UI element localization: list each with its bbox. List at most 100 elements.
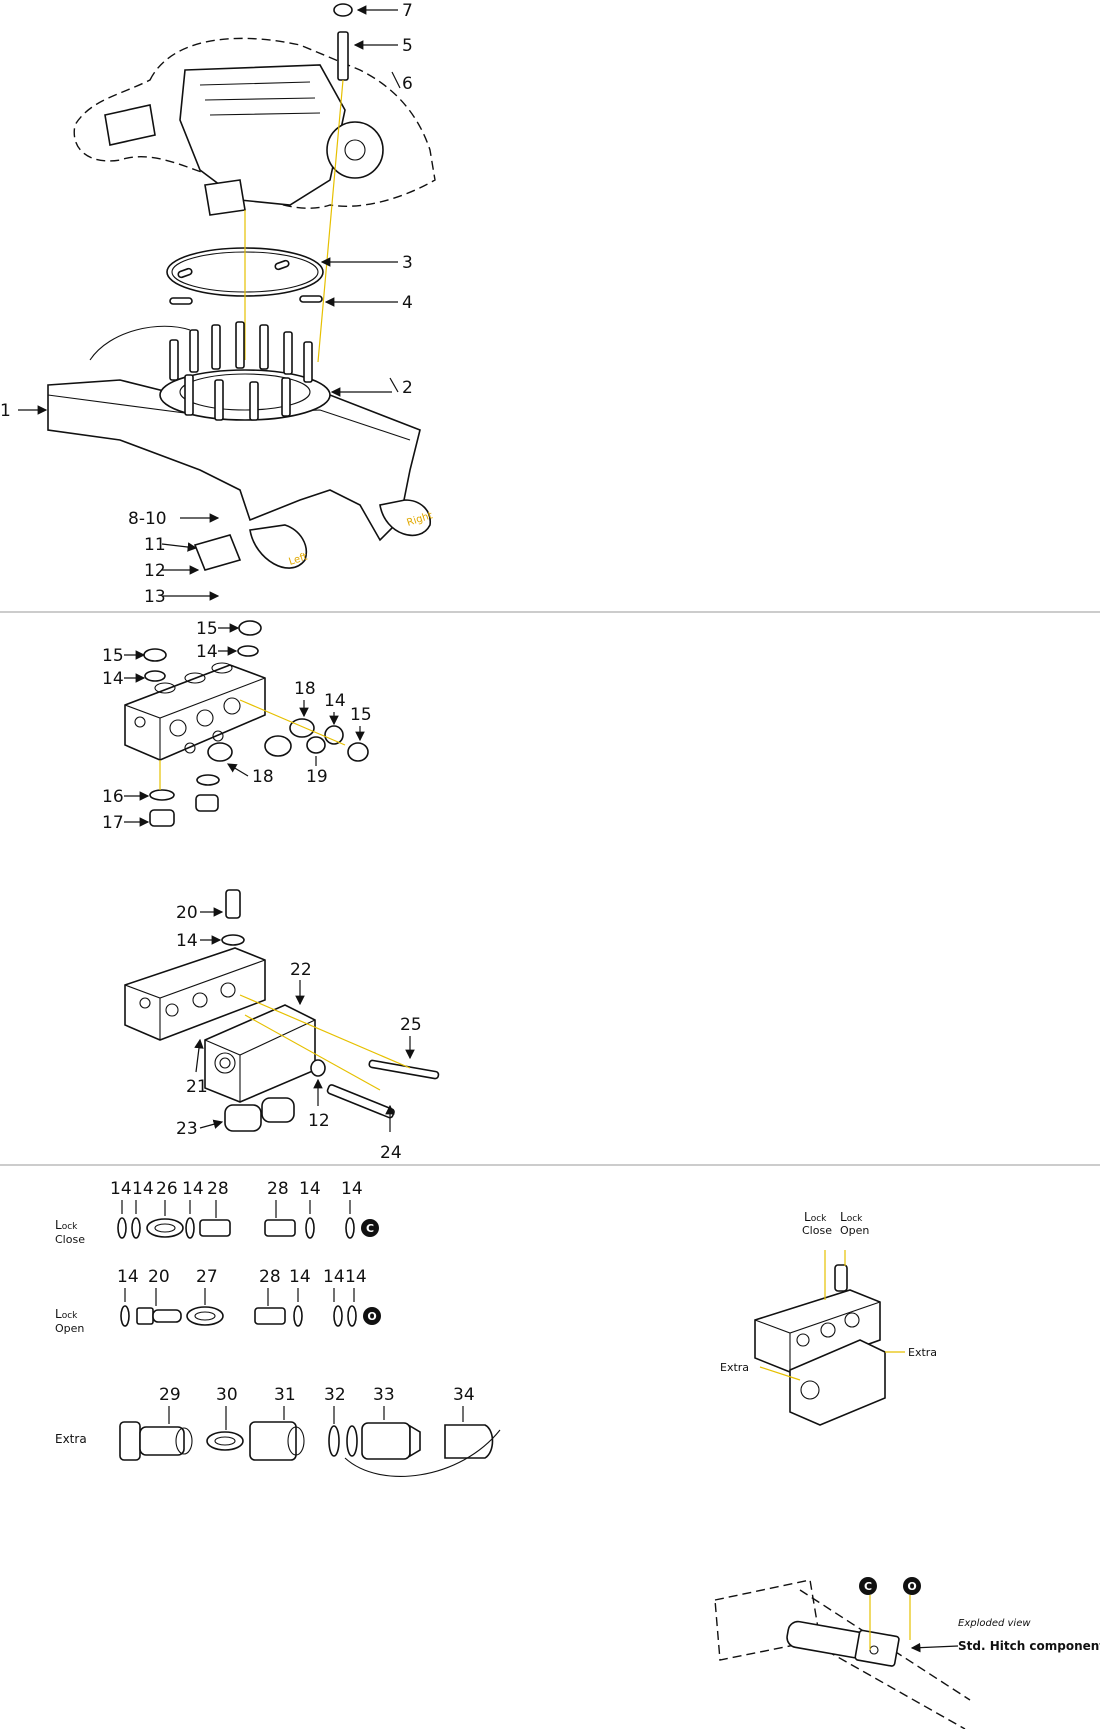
row-sublabel-lock-close: Close	[55, 1233, 85, 1246]
caption-exploded-view: Exploded view	[958, 1618, 1031, 1629]
svg-text:14: 14	[345, 1267, 367, 1287]
callout-valve-15b: 15	[102, 646, 124, 666]
row-label-lock-open: Lock	[55, 1307, 78, 1321]
lock-open-parts	[120, 1305, 357, 1327]
seal	[237, 645, 259, 657]
callout-valve-14b: 14	[102, 669, 124, 689]
svg-text:20: 20	[148, 1267, 170, 1287]
overview-label-extra-right: Extra	[908, 1346, 937, 1359]
hitch-badge-close	[859, 1577, 877, 1595]
sleeve	[207, 742, 233, 762]
svg-text:14: 14	[299, 1179, 321, 1199]
wrench-icon	[391, 71, 401, 89]
svg-text:14: 14	[110, 1179, 132, 1199]
callout-6: 6	[402, 74, 413, 94]
hitch-mini	[714, 1579, 971, 1729]
svg-text:33: 33	[373, 1385, 395, 1405]
row-numbers-extra: 29 30 31 32 33 34	[159, 1385, 475, 1405]
svg-text:28: 28	[259, 1267, 281, 1287]
overview-sublabel-lock-open: Open	[840, 1224, 869, 1237]
valve-block	[124, 662, 266, 761]
callout-valve-18a: 18	[294, 679, 316, 699]
badge-open-letter: O	[367, 1310, 376, 1323]
lock-close-parts	[117, 1217, 355, 1239]
caption-std-hitch: Std. Hitch components	[958, 1639, 1100, 1653]
plug	[149, 809, 175, 827]
svg-text:29: 29	[159, 1385, 181, 1405]
plug	[264, 735, 292, 757]
svg-text:28: 28	[207, 1179, 229, 1199]
callout-8-10: 8-10	[128, 509, 167, 529]
plug	[195, 794, 219, 812]
washer	[333, 3, 353, 17]
svg-text:34: 34	[453, 1385, 475, 1405]
plug	[238, 620, 262, 636]
extra-parts	[119, 1421, 501, 1477]
callout-11: 11	[144, 535, 166, 555]
overview-valve	[754, 1264, 886, 1426]
svg-text:14: 14	[289, 1267, 311, 1287]
callout-4: 4	[402, 293, 413, 313]
row-sublabel-lock-open: Open	[55, 1322, 84, 1335]
badge-open	[363, 1307, 381, 1325]
callout-extra-12: 12	[308, 1111, 330, 1131]
callout-2: 2	[402, 378, 413, 398]
callout-extra-23: 23	[176, 1119, 198, 1139]
seal	[144, 670, 166, 682]
svg-text:14: 14	[182, 1179, 204, 1199]
svg-text:32: 32	[324, 1385, 346, 1405]
callout-extra-22: 22	[290, 960, 312, 980]
plug	[143, 648, 167, 662]
badge-close-letter: C	[366, 1222, 374, 1235]
seal	[324, 725, 344, 745]
callout-extra-24: 24	[380, 1143, 402, 1163]
badge-close	[361, 1219, 379, 1237]
callout-extra-21: 21	[186, 1077, 208, 1097]
rotator-housing	[73, 37, 436, 216]
svg-text:27: 27	[196, 1267, 218, 1287]
overview-sublabel-lock-close: Close	[802, 1224, 832, 1237]
svg-text:14: 14	[117, 1267, 139, 1287]
svg-text:14: 14	[341, 1179, 363, 1199]
svg-text:C: C	[864, 1580, 872, 1593]
callout-extra-14: 14	[176, 931, 198, 951]
callout-7: 7	[402, 1, 413, 21]
row-numbers-lock-close: 14 14 26 14 28 28 14 14	[110, 1179, 363, 1199]
callout-valve-14c: 14	[324, 691, 346, 711]
hitch-badge-open	[903, 1577, 921, 1595]
callout-5: 5	[402, 36, 413, 56]
svg-text:26: 26	[156, 1179, 178, 1199]
extra-block	[124, 889, 440, 1132]
callout-13: 13	[144, 587, 166, 607]
callout-12: 12	[144, 561, 166, 581]
callout-valve-19: 19	[306, 767, 328, 787]
svg-text:31: 31	[274, 1385, 296, 1405]
callout-3: 3	[402, 253, 413, 273]
seal	[196, 774, 220, 786]
row-label-lock-close: Lock	[55, 1218, 78, 1232]
callout-valve-14a: 14	[196, 642, 218, 662]
sleeve	[289, 718, 315, 738]
svg-text:30: 30	[216, 1385, 238, 1405]
overview-label-lock-close: Lock	[804, 1210, 827, 1224]
callout-valve-15c: 15	[350, 705, 372, 725]
overview-label-lock-open: Lock	[840, 1210, 863, 1224]
plug	[347, 742, 369, 762]
callout-valve-15a: 15	[196, 619, 218, 639]
svg-text:28: 28	[267, 1179, 289, 1199]
svg-text:O: O	[907, 1580, 916, 1593]
seal	[306, 736, 326, 754]
callout-extra-25: 25	[400, 1015, 422, 1035]
seal	[149, 789, 175, 801]
callout-extra-20: 20	[176, 903, 198, 923]
overview-label-extra-left: Extra	[720, 1361, 749, 1374]
row-label-extra: Extra	[55, 1432, 87, 1446]
callout-valve-16: 16	[102, 787, 124, 807]
svg-text:14: 14	[132, 1179, 154, 1199]
bolt-ring	[169, 321, 313, 421]
wrench-icon-2	[389, 377, 399, 393]
callout-valve-18b: 18	[252, 767, 274, 787]
callout-valve-17: 17	[102, 813, 124, 833]
callout-1: 1	[0, 401, 11, 421]
